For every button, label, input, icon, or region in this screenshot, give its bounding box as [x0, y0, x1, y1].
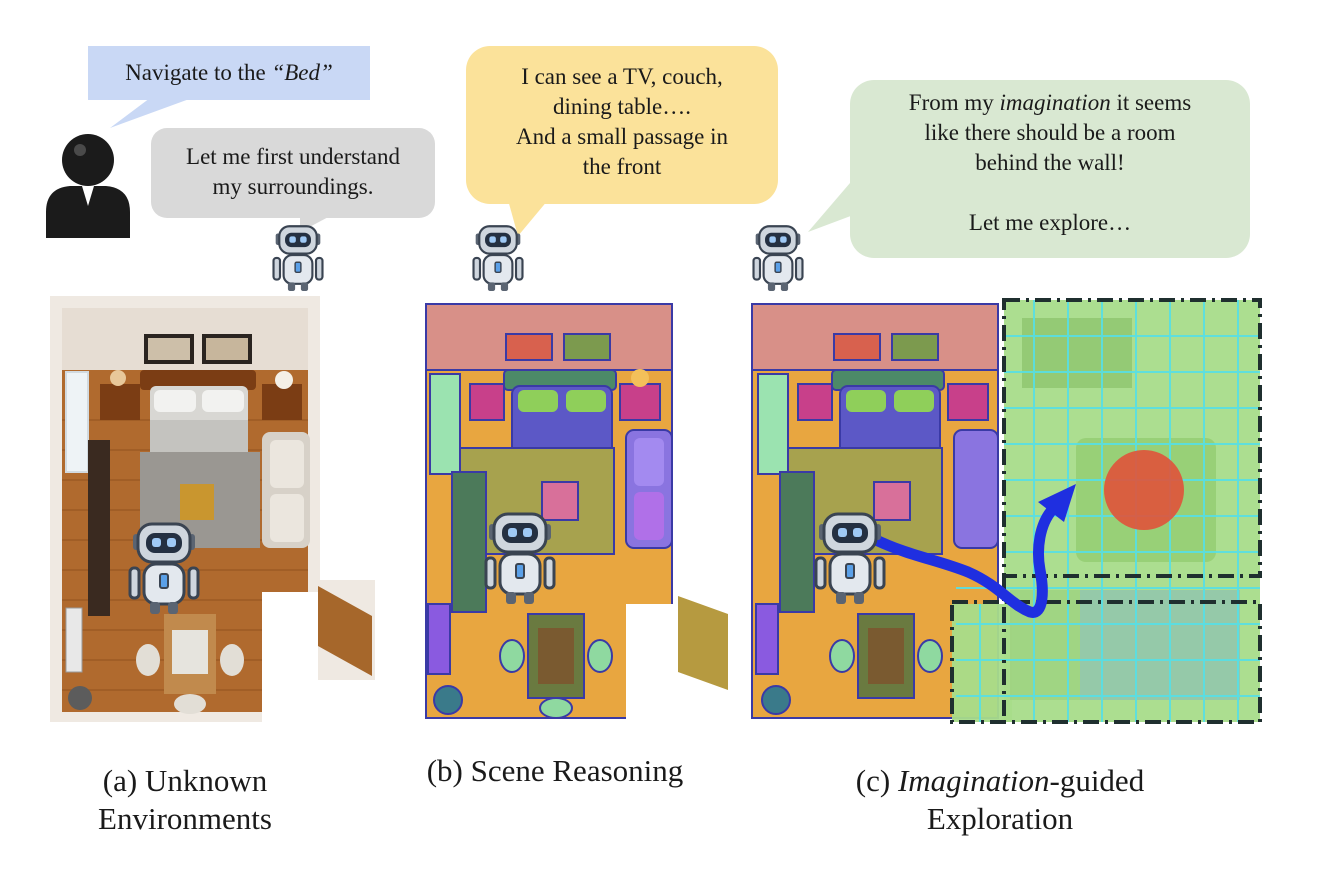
- robot-bubble-b-line-4: the front: [582, 154, 662, 179]
- robot-bubble-c: [850, 80, 1250, 258]
- robot-bubble-b-line-3: And a small passage in: [515, 124, 729, 149]
- user-bubble-prefix: Navigate to the: [125, 60, 272, 85]
- robot-bubble-c-line-1-post: it seems: [1110, 90, 1192, 115]
- caption-c-line-2: Exploration: [926, 801, 1074, 836]
- robot-bubble-c-line-1: From my imagination it seems: [850, 88, 1250, 118]
- caption-a-line-1: (a) Unknown: [102, 763, 268, 798]
- caption-c: (c) Imagination-guided Exploration: [780, 762, 1220, 838]
- robot-bubble-b-line-1: I can see a TV, couch,: [521, 64, 723, 89]
- robot-bubble-c-line-3: behind the wall!: [975, 150, 1125, 175]
- robot-bubble-c-line-1-em: imagination: [999, 90, 1111, 115]
- user-bubble: [88, 46, 370, 100]
- caption-a: (a) Unknown Environments: [40, 762, 330, 838]
- robot-bubble-c-line-4: Let me explore…: [968, 210, 1132, 235]
- robot-bubble-a-line-1: Let me first understand: [186, 144, 400, 169]
- caption-c-em: Imagination: [897, 763, 1050, 798]
- caption-c-post: -guided: [1049, 763, 1145, 798]
- robot-bubble-b-line-2: dining table….: [553, 94, 691, 119]
- caption-b-line-1: (b) Scene Reasoning: [426, 753, 684, 788]
- caption-b: (b) Scene Reasoning: [380, 752, 730, 790]
- goal-marker: [1104, 450, 1184, 530]
- caption-c-line-1: (c) Imagination-guided: [780, 762, 1220, 800]
- user-bubble-target: “Bed”: [271, 60, 333, 85]
- robot-bubble-a: [151, 128, 435, 218]
- caption-c-pre: (c): [855, 763, 898, 798]
- caption-a-line-2: Environments: [98, 801, 272, 836]
- robot-bubble-c-text: From my imagination it seems like there …: [850, 88, 1250, 238]
- user-bubble-text: Navigate to the “Bed”: [88, 58, 370, 88]
- robot-bubble-c-line-2: like there should be a room: [924, 120, 1176, 145]
- robot-bubble-b: [466, 46, 778, 204]
- robot-bubble-c-line-1-pre: From my: [908, 90, 1000, 115]
- robot-bubble-b-text: I can see a TV, couch, dining table…. An…: [466, 62, 778, 182]
- robot-bubble-a-line-2: my surroundings.: [212, 174, 374, 199]
- robot-bubble-a-text: Let me first understand my surroundings.: [151, 142, 435, 202]
